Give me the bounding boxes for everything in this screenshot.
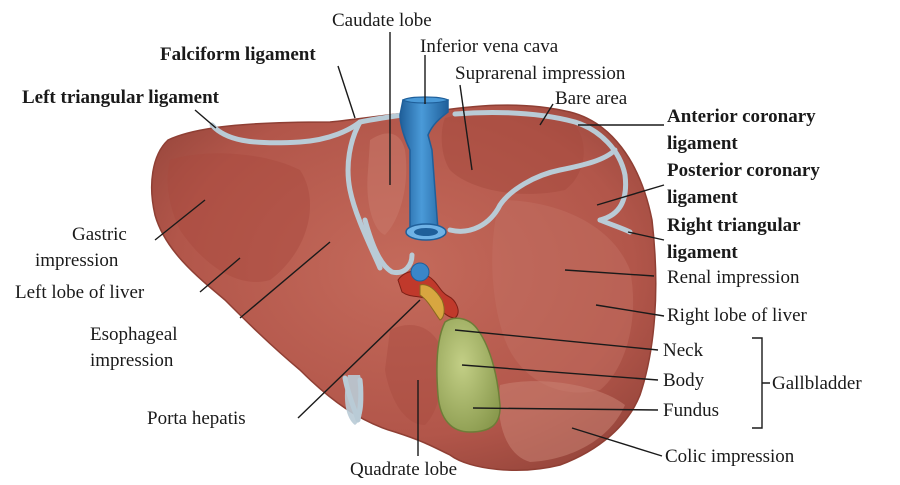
label-right-triangular-1: Right triangular [667, 215, 801, 236]
label-fundus: Fundus [663, 400, 719, 421]
label-esophageal-1: Esophageal [90, 324, 178, 345]
label-posterior-coronary-1: Posterior coronary [667, 160, 820, 181]
ivc-lumen [414, 228, 438, 236]
label-gastric-2: impression [35, 250, 119, 271]
label-suprarenal-impression: Suprarenal impression [455, 63, 626, 84]
label-left-lobe: Left lobe of liver [15, 282, 145, 303]
gallbladder-bracket [752, 338, 770, 428]
label-neck: Neck [663, 340, 704, 361]
label-renal-impression: Renal impression [667, 267, 800, 288]
label-inferior-vena-cava: Inferior vena cava [420, 36, 559, 57]
leader-falciform [338, 66, 355, 118]
label-body: Body [663, 370, 705, 391]
label-gastric-1: Gastric [72, 224, 127, 245]
portal-vein-section [411, 263, 429, 281]
label-anterior-coronary-1: Anterior coronary [667, 106, 816, 127]
label-gallbladder: Gallbladder [772, 373, 862, 394]
label-porta-hepatis: Porta hepatis [147, 408, 246, 429]
label-quadrate-lobe: Quadrate lobe [350, 459, 457, 480]
label-posterior-coronary-2: ligament [667, 187, 738, 208]
label-right-triangular-2: ligament [667, 242, 738, 263]
label-caudate-lobe: Caudate lobe [332, 10, 432, 31]
label-left-triangular-ligament: Left triangular ligament [22, 87, 220, 108]
label-right-lobe: Right lobe of liver [667, 305, 808, 326]
label-falciform-ligament: Falciform ligament [160, 44, 316, 65]
label-bare-area: Bare area [555, 88, 628, 109]
label-esophageal-2: impression [90, 350, 174, 371]
label-colic-impression: Colic impression [665, 446, 795, 467]
label-anterior-coronary-2: ligament [667, 133, 738, 154]
leader-left-triangular [195, 110, 216, 128]
